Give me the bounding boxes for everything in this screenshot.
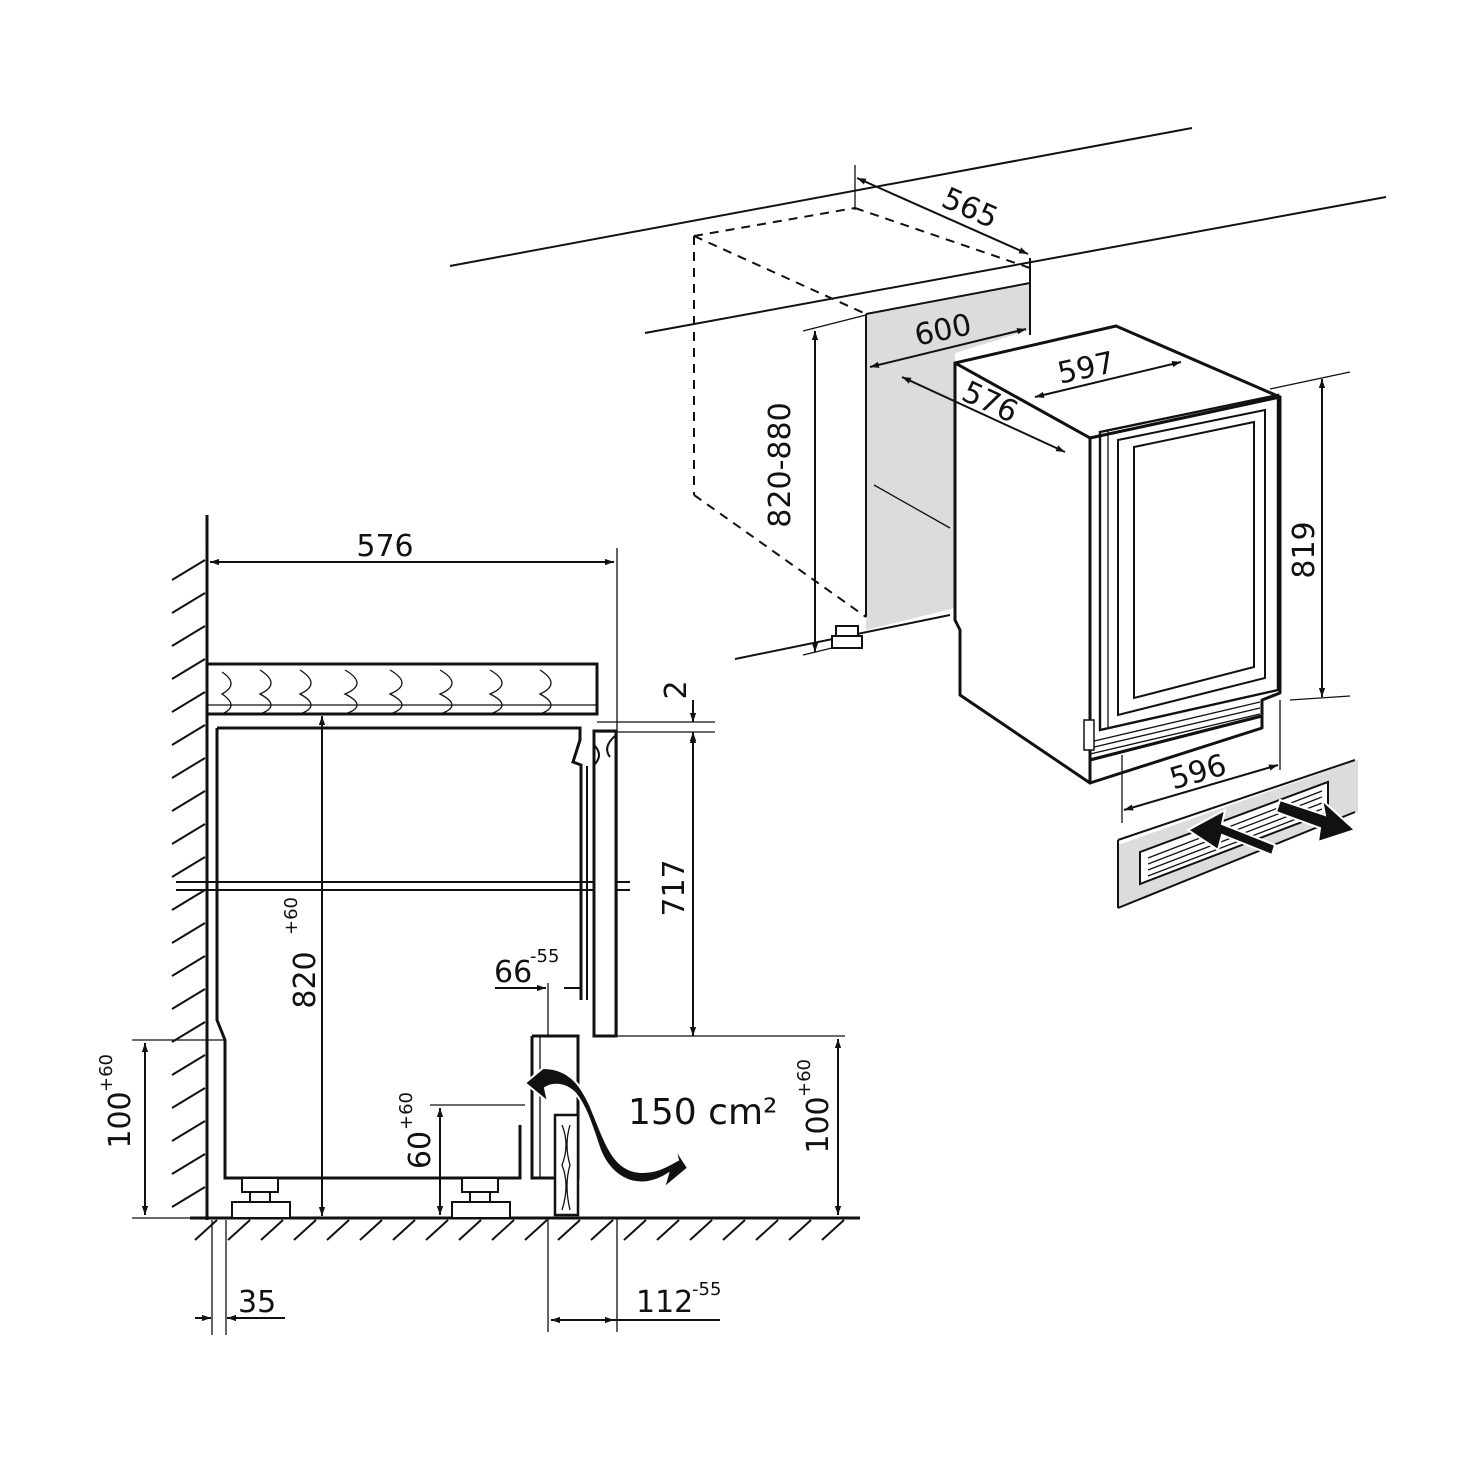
hatch-line <box>260 1219 284 1241</box>
hatch-line <box>590 1219 614 1241</box>
hatch-line <box>171 658 206 680</box>
hatch-line <box>689 1219 713 1241</box>
dim-plinth-right-tol: +60 <box>794 1059 815 1097</box>
hatch-line <box>656 1219 680 1241</box>
worktop <box>205 662 599 716</box>
hatch-line <box>194 1219 218 1241</box>
hatch-line <box>171 757 206 779</box>
hatch-line <box>171 1054 206 1076</box>
iso-view: 565 600 820-880 <box>449 127 1387 909</box>
ventilation-plinth-detail <box>1117 759 1358 909</box>
airflow-out-arrow <box>1274 797 1357 844</box>
hatch-line <box>491 1219 515 1241</box>
dim-unit-height: 819 <box>1287 521 1322 578</box>
dim-niche-height: 820-880 <box>763 402 798 527</box>
airflow-in-arrow <box>1186 808 1277 857</box>
hatch-line <box>171 889 206 911</box>
hatch-line <box>722 1219 746 1241</box>
hatch-line <box>171 1120 206 1142</box>
hatch-line <box>171 1153 206 1175</box>
hatch-line <box>171 691 206 713</box>
hatch-line <box>326 1219 350 1241</box>
dim-toe-gap: 66 <box>494 955 532 990</box>
hatch-line <box>359 1219 383 1241</box>
dim-plinth-depth-tol: -55 <box>692 1279 721 1300</box>
base-grille <box>1083 701 1261 761</box>
hatch-line <box>171 988 206 1010</box>
niche-back-panel <box>866 283 1030 630</box>
dim-plinth-depth: 112 <box>636 1285 693 1320</box>
dim-plinth-left: 100 <box>103 1091 138 1148</box>
hatch-line <box>171 1021 206 1043</box>
dim-foot-height-tol: +60 <box>396 1092 417 1130</box>
adjustable-foot <box>831 625 863 649</box>
hatch-line <box>755 1219 779 1241</box>
dim-height-main: 820 <box>288 951 323 1008</box>
hatch-line <box>557 1219 581 1241</box>
hatch-line <box>425 1219 449 1241</box>
hatch-line <box>623 1219 647 1241</box>
cabinet-foot-left <box>231 1177 291 1219</box>
vent-area-label: 150 cm² <box>628 1092 777 1133</box>
airflow-arrow <box>523 1066 690 1191</box>
hatch-line <box>227 1219 251 1241</box>
dim-door-height: 717 <box>657 859 692 916</box>
hatch-line <box>171 724 206 746</box>
hatch-line <box>171 1186 206 1208</box>
dim-top-gap: 2 <box>659 680 694 699</box>
hatch-line <box>524 1219 548 1241</box>
hatch-line <box>293 1219 317 1241</box>
dim-toe-gap-tol: -55 <box>530 946 559 967</box>
hatch-line <box>171 922 206 944</box>
dim-plinth-right: 100 <box>801 1096 836 1153</box>
dim-plinth-left-tol: +60 <box>96 1054 117 1092</box>
niche-outline <box>693 207 1031 618</box>
glass-door <box>1098 393 1280 732</box>
cabinet-door <box>592 729 618 1038</box>
dim-wall-offset: 35 <box>238 1285 276 1320</box>
hatch-line <box>171 955 206 977</box>
hatch-line <box>171 823 206 845</box>
cabinet-side <box>176 726 630 1217</box>
hatch-line <box>821 1219 845 1241</box>
cabinet-foot-right <box>451 1177 511 1219</box>
dim-side-depth: 576 <box>356 529 413 564</box>
hatch-line <box>171 625 206 647</box>
dim-foot-height: 60 <box>403 1131 438 1169</box>
hatch-line <box>788 1219 812 1241</box>
hatch-line <box>171 1087 206 1109</box>
hatch-line <box>171 592 206 614</box>
hatch-line <box>171 790 206 812</box>
wall-hatching <box>171 559 206 1208</box>
hatch-line <box>171 856 206 878</box>
hatch-line <box>392 1219 416 1241</box>
side-view: 150 cm² 576 2 717 820 +60 66 -55 <box>96 515 860 1335</box>
hatch-line <box>458 1219 482 1241</box>
hatch-line <box>171 559 206 581</box>
dim-height-main-tol: +60 <box>281 897 302 935</box>
floor-hatching <box>194 1219 845 1241</box>
